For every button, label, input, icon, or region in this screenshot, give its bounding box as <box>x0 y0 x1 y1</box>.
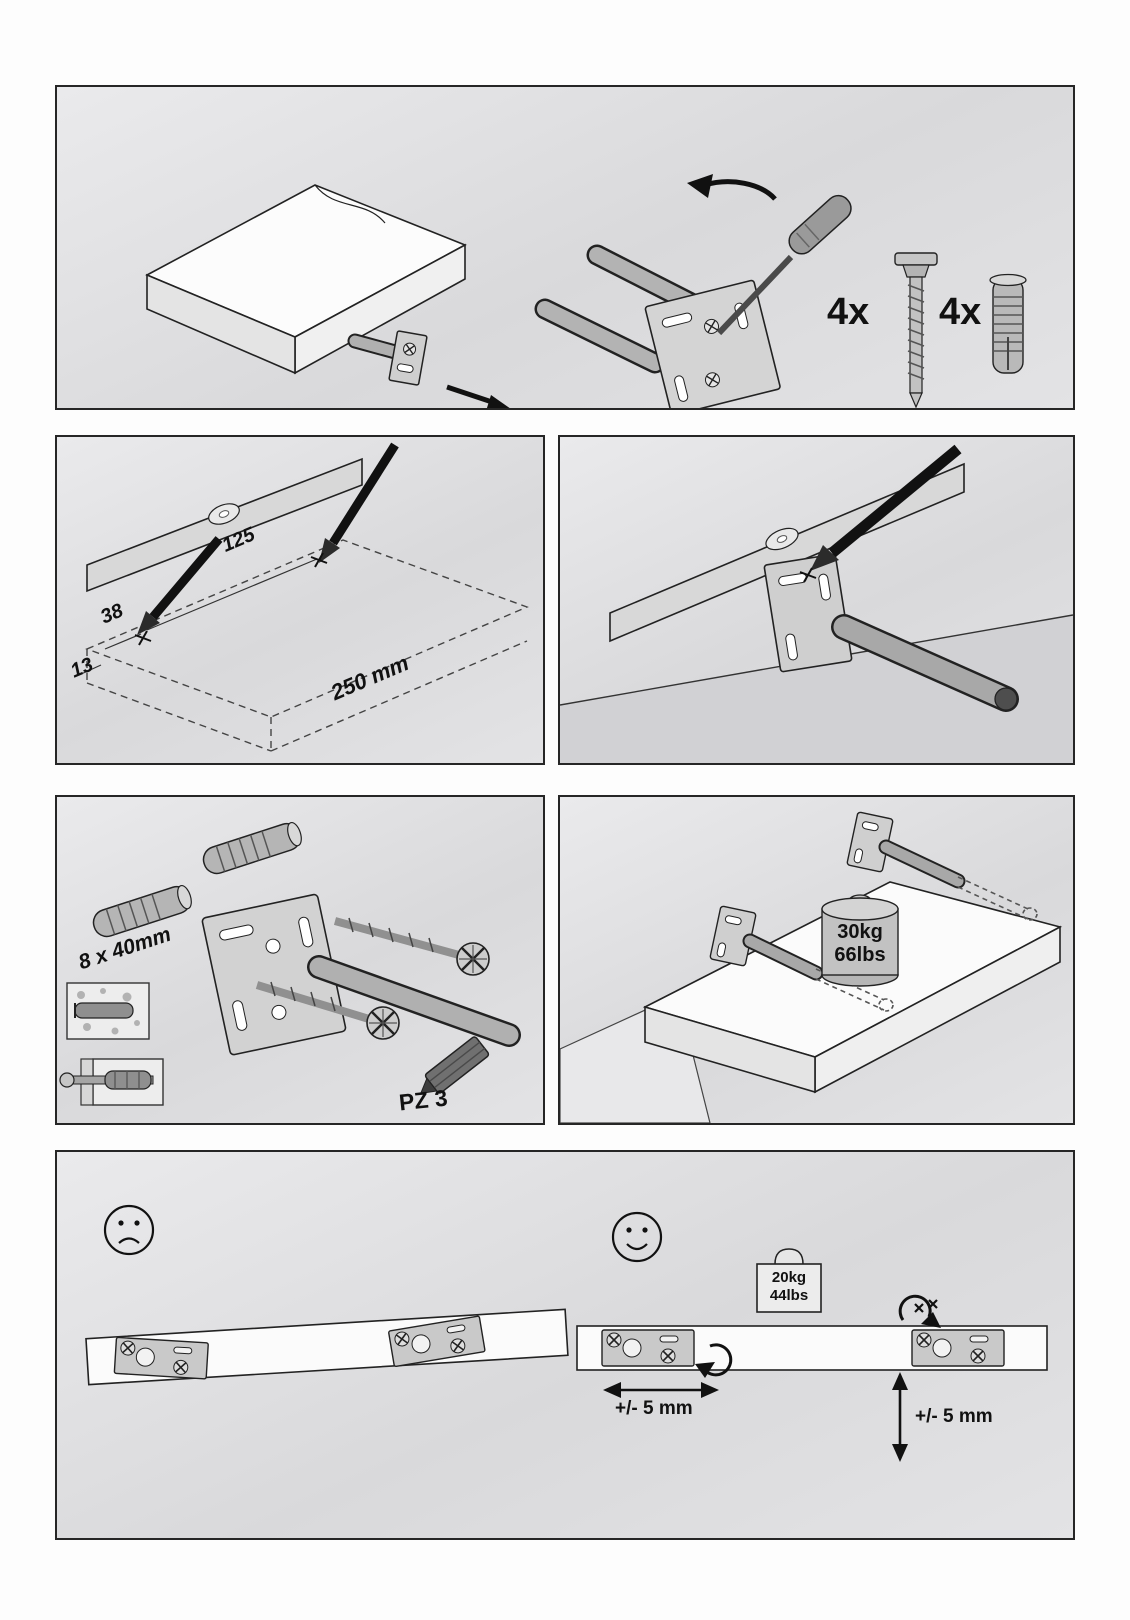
plug-quantity-label: 4x <box>939 291 982 333</box>
panel-step2-marking: 125 38 13 250 mm <box>55 435 545 765</box>
wall-plug-icon <box>989 273 1027 374</box>
level-bar-icon <box>86 457 363 593</box>
screw-icon-2 <box>255 981 400 1040</box>
max-load-lbs-label: 66lbs <box>834 944 886 966</box>
panel-step1-parts: 4x 4x <box>55 85 1075 410</box>
bracket-assembly-icon <box>534 244 781 408</box>
happy-face-icon <box>611 1211 663 1263</box>
pencil-icon <box>137 536 223 635</box>
weight-30kg-icon <box>821 894 899 987</box>
bracket-rod-icon <box>846 811 1038 921</box>
mounting-rod-icon <box>307 955 521 1047</box>
wall-plug-icon <box>202 821 302 875</box>
test-load-lbs-label: 44lbs <box>769 1287 809 1304</box>
bit-size-label: PZ 3 <box>397 1084 449 1116</box>
pencil-icon-2 <box>319 442 399 563</box>
panel-step3-wall-marking <box>558 435 1075 765</box>
screwdriver-bit-icon <box>419 1036 490 1094</box>
shelf-outline-dashed <box>85 539 529 752</box>
step3-illustration <box>560 444 1073 763</box>
bracket-plate-icon <box>763 553 853 673</box>
crooked-shelf-bar <box>85 1308 569 1386</box>
weight-20kg-icon <box>756 1248 822 1313</box>
dimension-lines <box>78 558 318 676</box>
mounting-rod-icon <box>831 614 1019 712</box>
mark-cross-icon <box>134 552 328 646</box>
max-load-kg-label: 30kg <box>837 921 883 943</box>
wall-section-icon <box>66 982 150 1040</box>
horizontal-adjust-arrow-icon <box>603 1382 719 1398</box>
level-shelf-bar <box>576 1325 1048 1371</box>
step4-illustration <box>59 821 521 1106</box>
rotation-arrow-icon <box>687 174 777 201</box>
shelf-bracket-icon <box>347 330 428 386</box>
step6-illustration <box>85 1204 1048 1462</box>
mark-cross-icon <box>799 567 817 583</box>
screw-quantity-label: 4x <box>827 291 870 333</box>
sad-face-icon <box>103 1204 155 1256</box>
wall-plug-icon-2 <box>92 884 192 938</box>
pencil-icon <box>810 444 962 571</box>
step1-illustration <box>145 174 1027 408</box>
shelf-board-icon <box>145 184 467 375</box>
level-bar-icon <box>609 462 965 643</box>
screw-icon <box>333 917 490 976</box>
rotate-arrow-icon-2 <box>898 1294 941 1328</box>
direction-arrow-icon <box>446 384 510 408</box>
panel-step4-fixing: 8 x 40mm PZ 3 <box>55 795 545 1125</box>
screw-icon <box>894 252 938 408</box>
test-load-kg-label: 20kg <box>771 1269 807 1286</box>
panel-step5-load: 30kg 66lbs <box>558 795 1075 1125</box>
wall-section-screw-icon <box>59 1058 164 1106</box>
screwdriver-icon <box>716 194 852 336</box>
step2-illustration <box>78 442 529 752</box>
horizontal-adjust-label: +/- 5 mm <box>615 1398 693 1419</box>
panel-step6-adjustment: 20kg 44lbs +/- 5 mm +/- 5 mm <box>55 1150 1075 1540</box>
bracket-rod-icon-2 <box>709 905 894 1012</box>
rotate-arrow-icon <box>695 1343 733 1378</box>
step5-illustration <box>560 811 1063 1123</box>
vertical-adjust-arrow-icon <box>892 1372 908 1462</box>
bracket-plate-icon <box>201 893 347 1056</box>
vertical-adjust-label: +/- 5 mm <box>915 1406 993 1427</box>
